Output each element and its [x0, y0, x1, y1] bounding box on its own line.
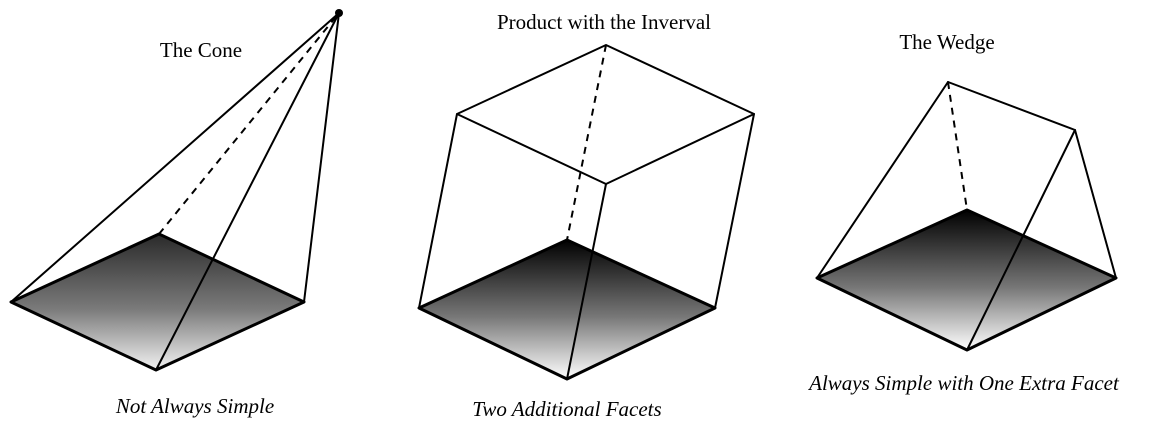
cone-hidden-edge: [158, 12, 340, 235]
wedge-edge-left: [816, 81, 949, 279]
cone-edge-left: [10, 12, 340, 303]
cone-title: The Cone: [160, 38, 242, 62]
cone-figure: The Cone Not Always Simple: [9, 9, 343, 418]
cone-base-square: [9, 232, 306, 372]
product-top-square: [456, 44, 755, 185]
product-edge-right: [714, 113, 755, 309]
cone-apex-point: [335, 9, 343, 17]
wedge-caption: Always Simple with One Extra Facet: [807, 371, 1120, 395]
cone-caption: Not Always Simple: [115, 394, 274, 418]
product-base-square: [417, 238, 717, 381]
cone-edge-right: [303, 12, 340, 303]
wedge-edge-front: [966, 129, 1076, 351]
wedge-figure: The Wedge Always Simple with One Extra F…: [807, 30, 1120, 395]
wedge-hidden-edge: [947, 81, 968, 211]
wedge-title: The Wedge: [899, 30, 994, 54]
wedge-base-square: [815, 208, 1118, 352]
product-caption: Two Additional Facets: [472, 397, 661, 421]
product-edge-left: [418, 113, 458, 309]
product-title: Product with the Inverval: [497, 10, 711, 34]
cone-edge-front: [155, 12, 340, 371]
wedge-edge-right: [1074, 129, 1117, 279]
product-edge-front: [566, 183, 607, 380]
product-figure: Product with the Inverval Two Additional…: [417, 10, 755, 421]
wedge-ridge: [947, 81, 1076, 131]
